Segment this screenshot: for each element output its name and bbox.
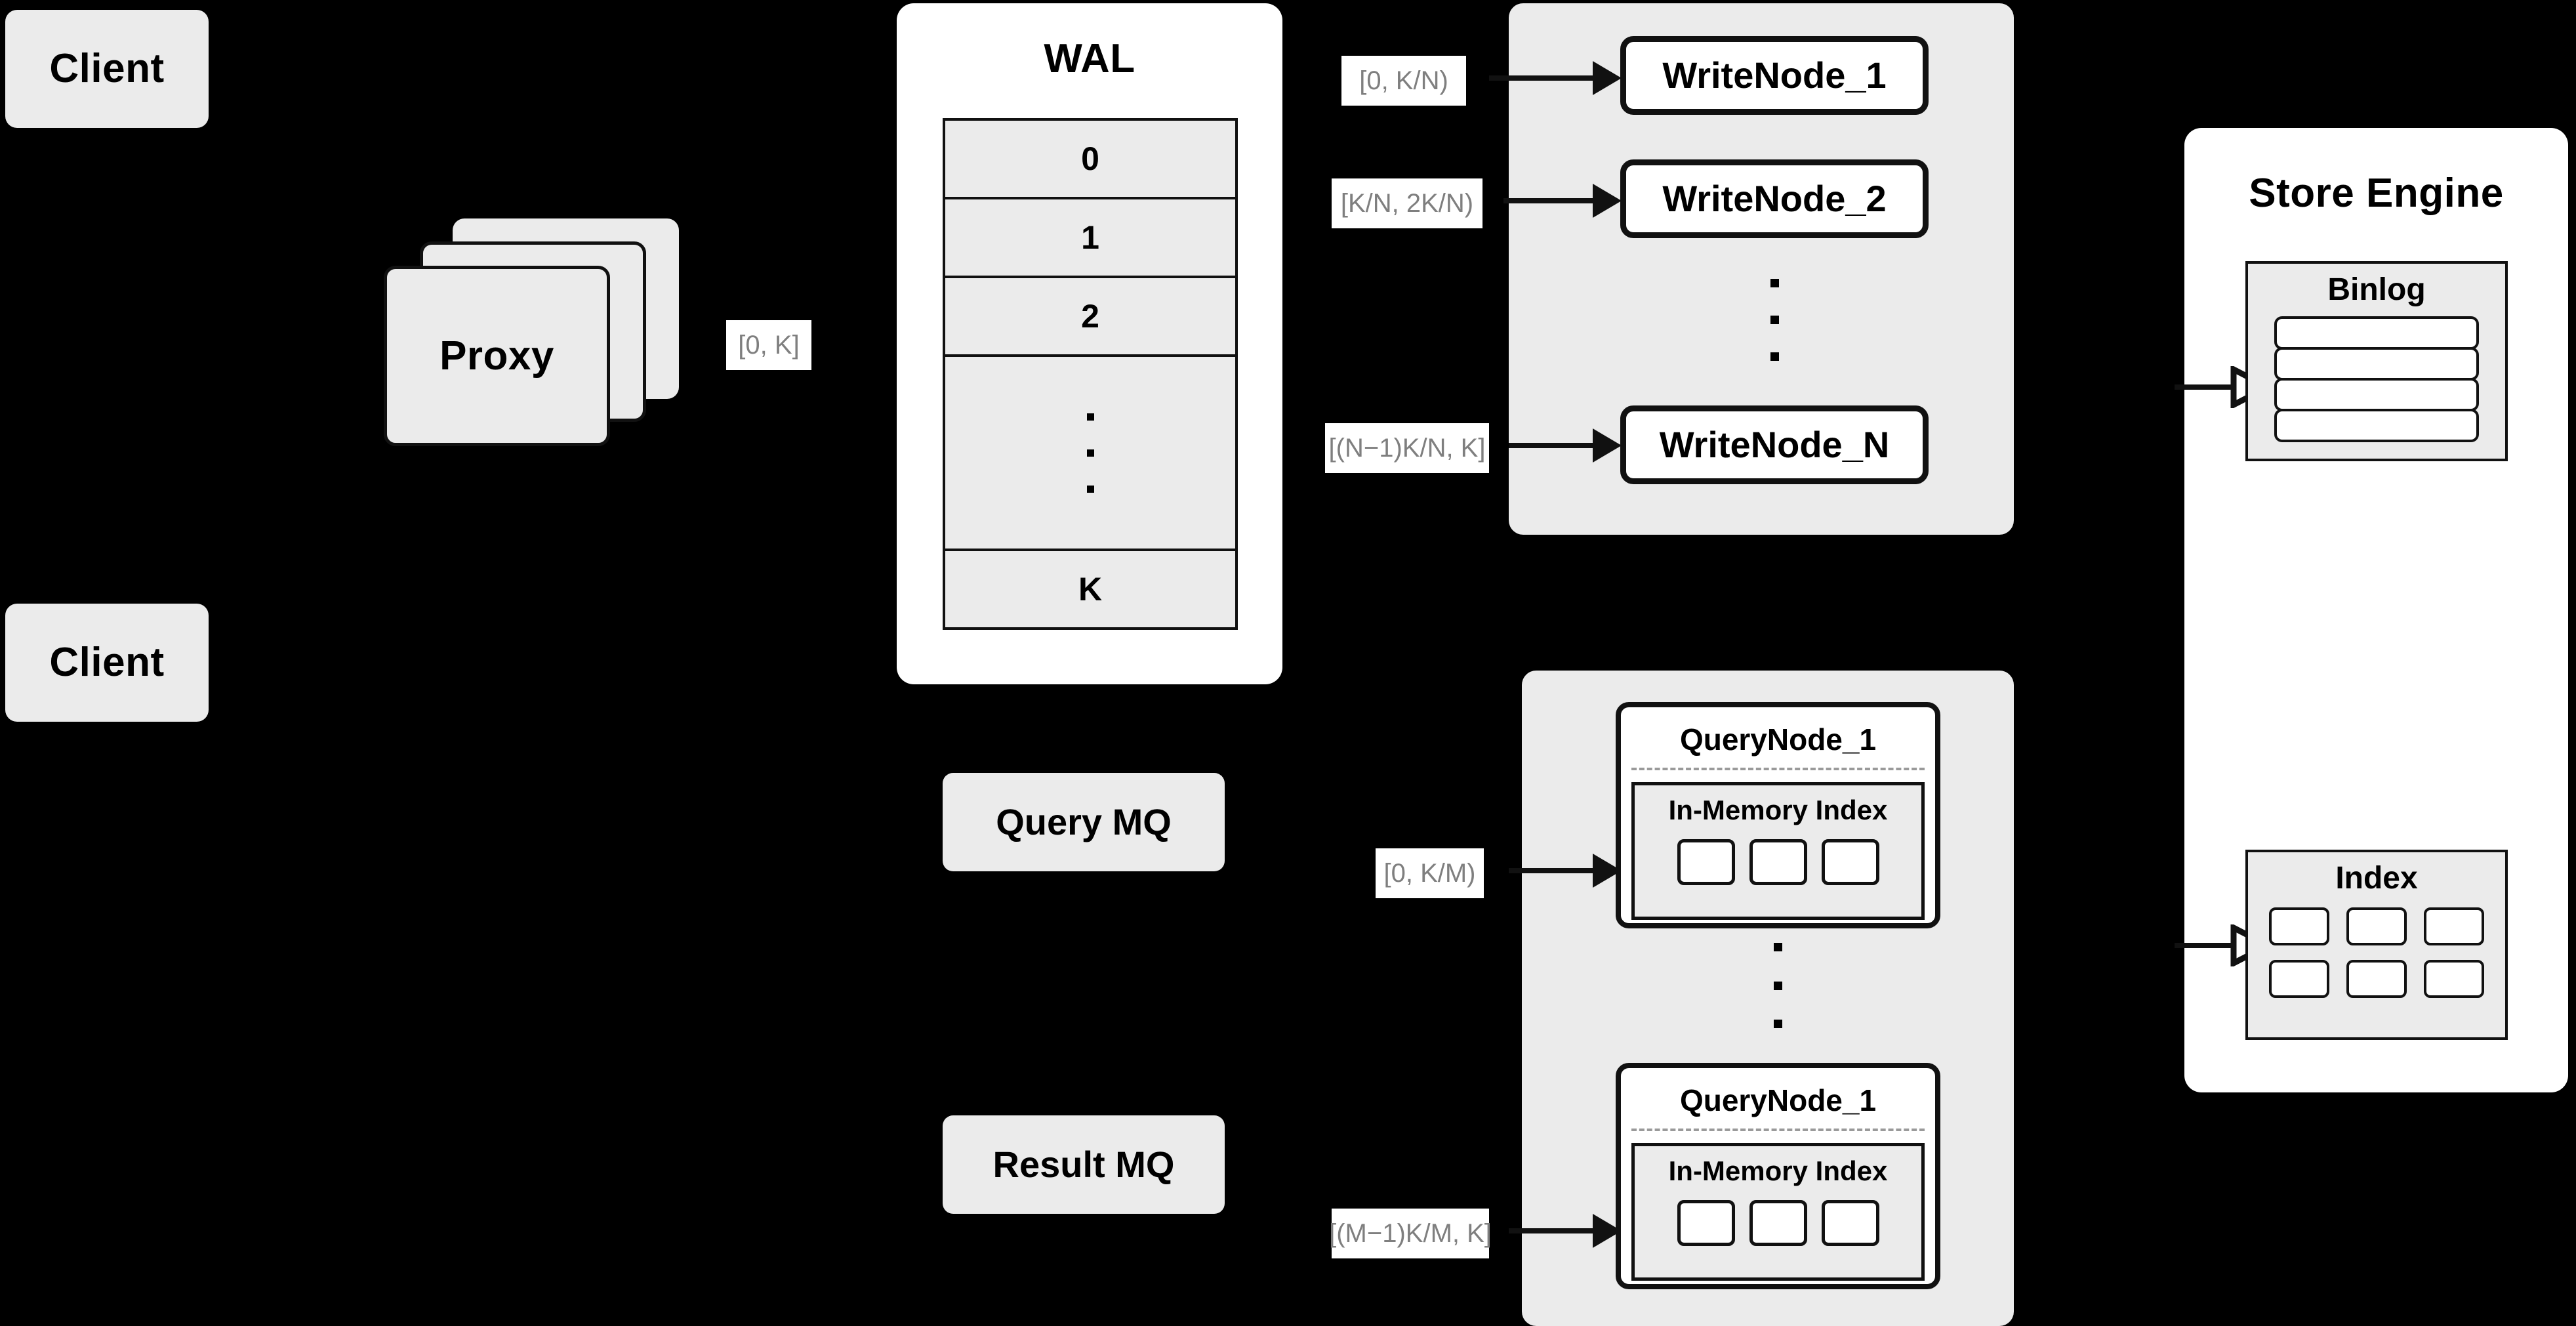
wal-ellipsis-dot [1086, 449, 1094, 457]
store-index-title: Index [2335, 860, 2418, 896]
wal-row-1: 1 [945, 199, 1235, 278]
index-chip [2346, 960, 2407, 998]
query-node-m-label: QueryNode_1 [1679, 1083, 1877, 1117]
arrow-to-write-node-2-head [1593, 184, 1622, 218]
query-node-m-in-memory-index: In-Memory Index [1631, 1143, 1925, 1281]
wal-ellipsis-dot [1086, 485, 1094, 493]
index-chip [1821, 839, 1879, 885]
index-chip [2269, 907, 2329, 945]
store-index-chip-row [2269, 907, 2484, 945]
arrow-to-write-node-1-head [1593, 61, 1622, 95]
proxy-range-label: [0, K] [726, 320, 811, 370]
binlog-title: Binlog [2327, 272, 2426, 307]
query-node-1-range-label: [0, K/M) [1376, 848, 1484, 898]
store-index-chip-row [2269, 960, 2484, 998]
write-node-1-label: WriteNode_1 [1662, 54, 1887, 96]
arrow-to-write-node-2-line [1503, 198, 1594, 203]
query-mq-label: Query MQ [996, 800, 1172, 842]
query-node-1-in-memory-index-label: In-Memory Index [1668, 794, 1888, 825]
write-node-ellipsis-dot [1770, 352, 1779, 361]
index-chip [1821, 1200, 1879, 1246]
query-mq-box[interactable]: Query MQ [943, 773, 1225, 871]
wal-row-k: K [1078, 571, 1103, 608]
query-node-m-index-chip-row [1635, 1200, 1921, 1246]
binlog-panel: Binlog [2245, 261, 2508, 461]
wal-entry-table: 0 1 2 K [943, 118, 1238, 630]
index-chip [1677, 839, 1735, 885]
query-node-m-in-memory-index-label: In-Memory Index [1668, 1155, 1888, 1186]
wal-ellipsis-dot [1086, 413, 1094, 421]
binlog-rows [2248, 316, 2505, 442]
arrow-to-binlog-line [2175, 384, 2243, 390]
result-mq-box[interactable]: Result MQ [943, 1115, 1225, 1214]
wal-title: WAL [1044, 36, 1135, 82]
query-node-m-range-label: [(M−1)K/M, K] [1329, 1209, 1492, 1258]
index-chip [1749, 1200, 1807, 1246]
index-chip [2346, 907, 2407, 945]
index-chip [1749, 839, 1807, 885]
index-chip [2424, 960, 2484, 998]
client-label-1: Client [49, 46, 165, 92]
binlog-row [2274, 316, 2479, 350]
query-node-1-in-memory-index: In-Memory Index [1631, 782, 1925, 920]
write-node-ellipsis [1770, 279, 1779, 361]
store-index-panel: Index [2245, 850, 2508, 1040]
arrow-to-query-node-m-line [1509, 1228, 1594, 1233]
arrow-to-write-node-n-line [1509, 443, 1594, 448]
wal-row-ellipsis [945, 357, 1235, 551]
result-mq-label: Result MQ [992, 1143, 1175, 1185]
wal-row-0: 0 [945, 121, 1235, 199]
client-label-2: Client [49, 640, 165, 686]
arrow-to-index-line [2175, 943, 2243, 948]
query-node-1[interactable]: QueryNode_1 In-Memory Index [1616, 702, 1940, 928]
query-node-ellipsis-dot [1773, 981, 1782, 990]
proxy-card-front[interactable]: Proxy [384, 266, 610, 446]
query-node-1-index-chip-row [1635, 839, 1921, 885]
binlog-row [2274, 409, 2479, 442]
write-node-1[interactable]: WriteNode_1 [1620, 36, 1929, 115]
client-box-1[interactable]: Client [5, 10, 209, 128]
store-engine-title: Store Engine [2249, 171, 2504, 217]
query-node-1-label: QueryNode_1 [1679, 722, 1877, 756]
write-node-1-range-label: [0, K/N) [1341, 56, 1466, 106]
binlog-row [2274, 378, 2479, 411]
binlog-row [2274, 347, 2479, 381]
arrow-to-write-node-n-head [1593, 428, 1622, 463]
query-node-ellipsis-dot [1773, 943, 1782, 951]
arrow-to-query-node-1-line [1509, 868, 1594, 873]
query-node-ellipsis-dot [1773, 1020, 1782, 1028]
wal-row-2: 2 [945, 278, 1235, 357]
arrow-to-write-node-1-line [1489, 75, 1594, 81]
store-index-grid [2248, 907, 2505, 998]
write-node-n-range-label: [(N−1)K/N, K] [1325, 423, 1489, 473]
write-node-n[interactable]: WriteNode_N [1620, 405, 1929, 484]
write-node-2-label: WriteNode_2 [1662, 177, 1887, 219]
write-node-2[interactable]: WriteNode_2 [1620, 159, 1929, 238]
query-node-m-separator [1631, 1129, 1925, 1131]
write-node-2-range-label: [K/N, 2K/N) [1332, 178, 1482, 228]
write-node-n-label: WriteNode_N [1659, 423, 1890, 465]
index-chip [2424, 907, 2484, 945]
proxy-label: Proxy [440, 333, 554, 379]
index-chip [1677, 1200, 1735, 1246]
index-chip [2269, 960, 2329, 998]
write-node-ellipsis-dot [1770, 279, 1779, 287]
query-node-m[interactable]: QueryNode_1 In-Memory Index [1616, 1063, 1940, 1289]
query-node-ellipsis [1773, 943, 1782, 1028]
write-node-ellipsis-dot [1770, 316, 1779, 324]
client-box-2[interactable]: Client [5, 604, 209, 722]
query-node-1-separator [1631, 768, 1925, 770]
